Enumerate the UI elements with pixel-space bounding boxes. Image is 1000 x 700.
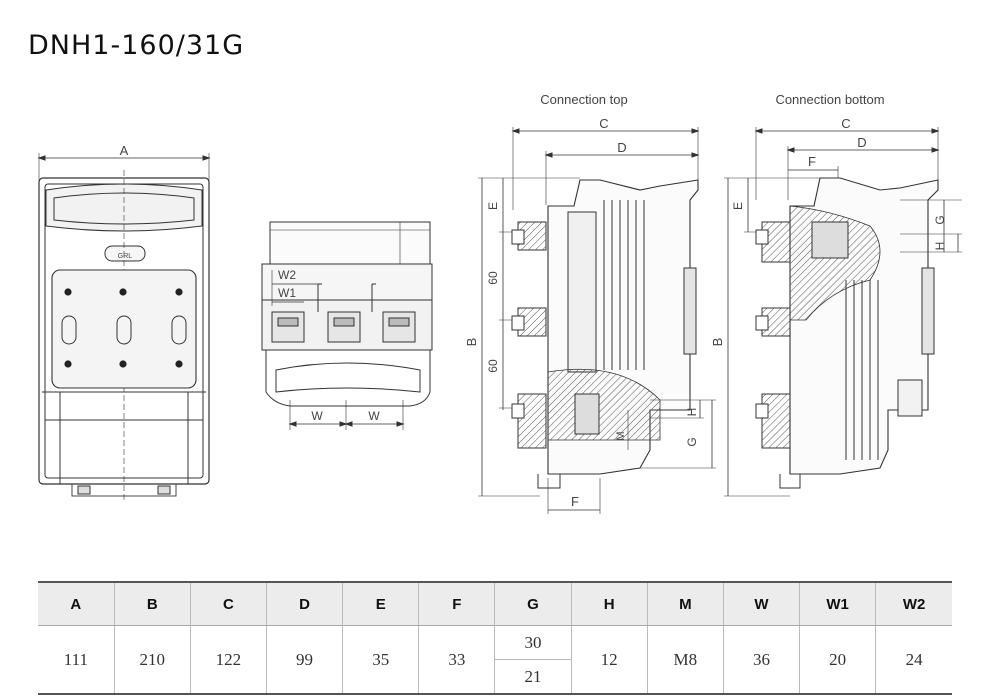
dim-label-w2: W2 bbox=[278, 268, 296, 282]
table-header: W1 bbox=[799, 581, 876, 626]
dim-label-60a-top: 60 bbox=[486, 271, 500, 285]
table-header: C bbox=[189, 581, 267, 626]
connection-top-view bbox=[478, 127, 716, 514]
caption-connection-top: Connection top bbox=[540, 92, 627, 107]
table-header: M bbox=[646, 581, 724, 626]
table-cell-g-bottom: 21 bbox=[524, 667, 542, 686]
dim-label-g-bottom: G bbox=[933, 215, 947, 224]
dim-label-h-top: H bbox=[685, 408, 699, 417]
table-cell-b: 210 bbox=[113, 625, 191, 695]
table-header: B bbox=[113, 581, 191, 626]
dim-label-d-top: D bbox=[617, 140, 626, 155]
dim-label-e-bottom: E bbox=[731, 202, 745, 210]
side-view bbox=[261, 221, 433, 430]
dim-label-d-bottom: D bbox=[857, 135, 866, 150]
dim-label-c-top: C bbox=[599, 116, 608, 131]
dim-label-h-bottom: H bbox=[933, 242, 947, 251]
table-cell-m: M8 bbox=[646, 625, 724, 695]
dim-label-60b-top: 60 bbox=[486, 359, 500, 373]
table-cell-f: 33 bbox=[418, 625, 495, 695]
brand-logo: GRL bbox=[118, 253, 133, 260]
table-header: G bbox=[494, 581, 572, 626]
table-header: A bbox=[38, 581, 115, 626]
dim-label-f-top: F bbox=[571, 494, 579, 509]
table-cell-d: 99 bbox=[265, 625, 343, 695]
table-header: E bbox=[342, 581, 419, 626]
terminal-group bbox=[271, 283, 416, 343]
dim-label-w-right: W bbox=[368, 409, 380, 423]
dim-label-m-top: M bbox=[615, 431, 627, 440]
table-header-row: A B C D E F G H M W W1 W2 bbox=[38, 581, 952, 626]
table-header: F bbox=[418, 581, 495, 626]
dim-label-c-bottom: C bbox=[841, 116, 850, 131]
technical-drawing: A GRL bbox=[37, 92, 962, 514]
table-cell-w: 36 bbox=[722, 625, 800, 695]
front-view bbox=[37, 153, 211, 500]
dim-label-b-top: B bbox=[464, 338, 479, 347]
page-title: DNH1-160/31G bbox=[28, 30, 245, 61]
table-cell-g-top: 30 bbox=[495, 626, 571, 660]
table-header: W2 bbox=[875, 581, 952, 626]
table-header: D bbox=[265, 581, 343, 626]
dim-label-e-top: E bbox=[486, 202, 500, 210]
dim-label-b-bottom: B bbox=[710, 338, 725, 347]
table-cell-w1: 20 bbox=[799, 625, 876, 695]
dim-label-a: A bbox=[120, 143, 129, 158]
dim-label-w1: W1 bbox=[278, 286, 296, 300]
table-cell-h: 12 bbox=[570, 625, 648, 695]
table-cell-w2: 24 bbox=[875, 625, 952, 695]
table-cell-g: 30 21 bbox=[494, 625, 572, 695]
dim-label-f-bottom: F bbox=[808, 154, 816, 169]
cover-screws bbox=[64, 288, 183, 368]
table-header: W bbox=[722, 581, 800, 626]
table-cell-c: 122 bbox=[189, 625, 267, 695]
dim-label-w-left: W bbox=[311, 409, 323, 423]
connection-bottom-view bbox=[724, 127, 962, 497]
caption-connection-bottom: Connection bottom bbox=[775, 92, 884, 107]
table-header: H bbox=[570, 581, 648, 626]
table-cell-e: 35 bbox=[342, 625, 419, 695]
table-cell-a: 111 bbox=[38, 625, 115, 695]
dim-label-g-top: G bbox=[685, 437, 699, 446]
table-row: 111 210 122 99 35 33 30 21 12 M8 36 20 2… bbox=[38, 625, 952, 695]
dimension-table: A B C D E F G H M W W1 W2 111 210 122 99… bbox=[38, 581, 952, 695]
